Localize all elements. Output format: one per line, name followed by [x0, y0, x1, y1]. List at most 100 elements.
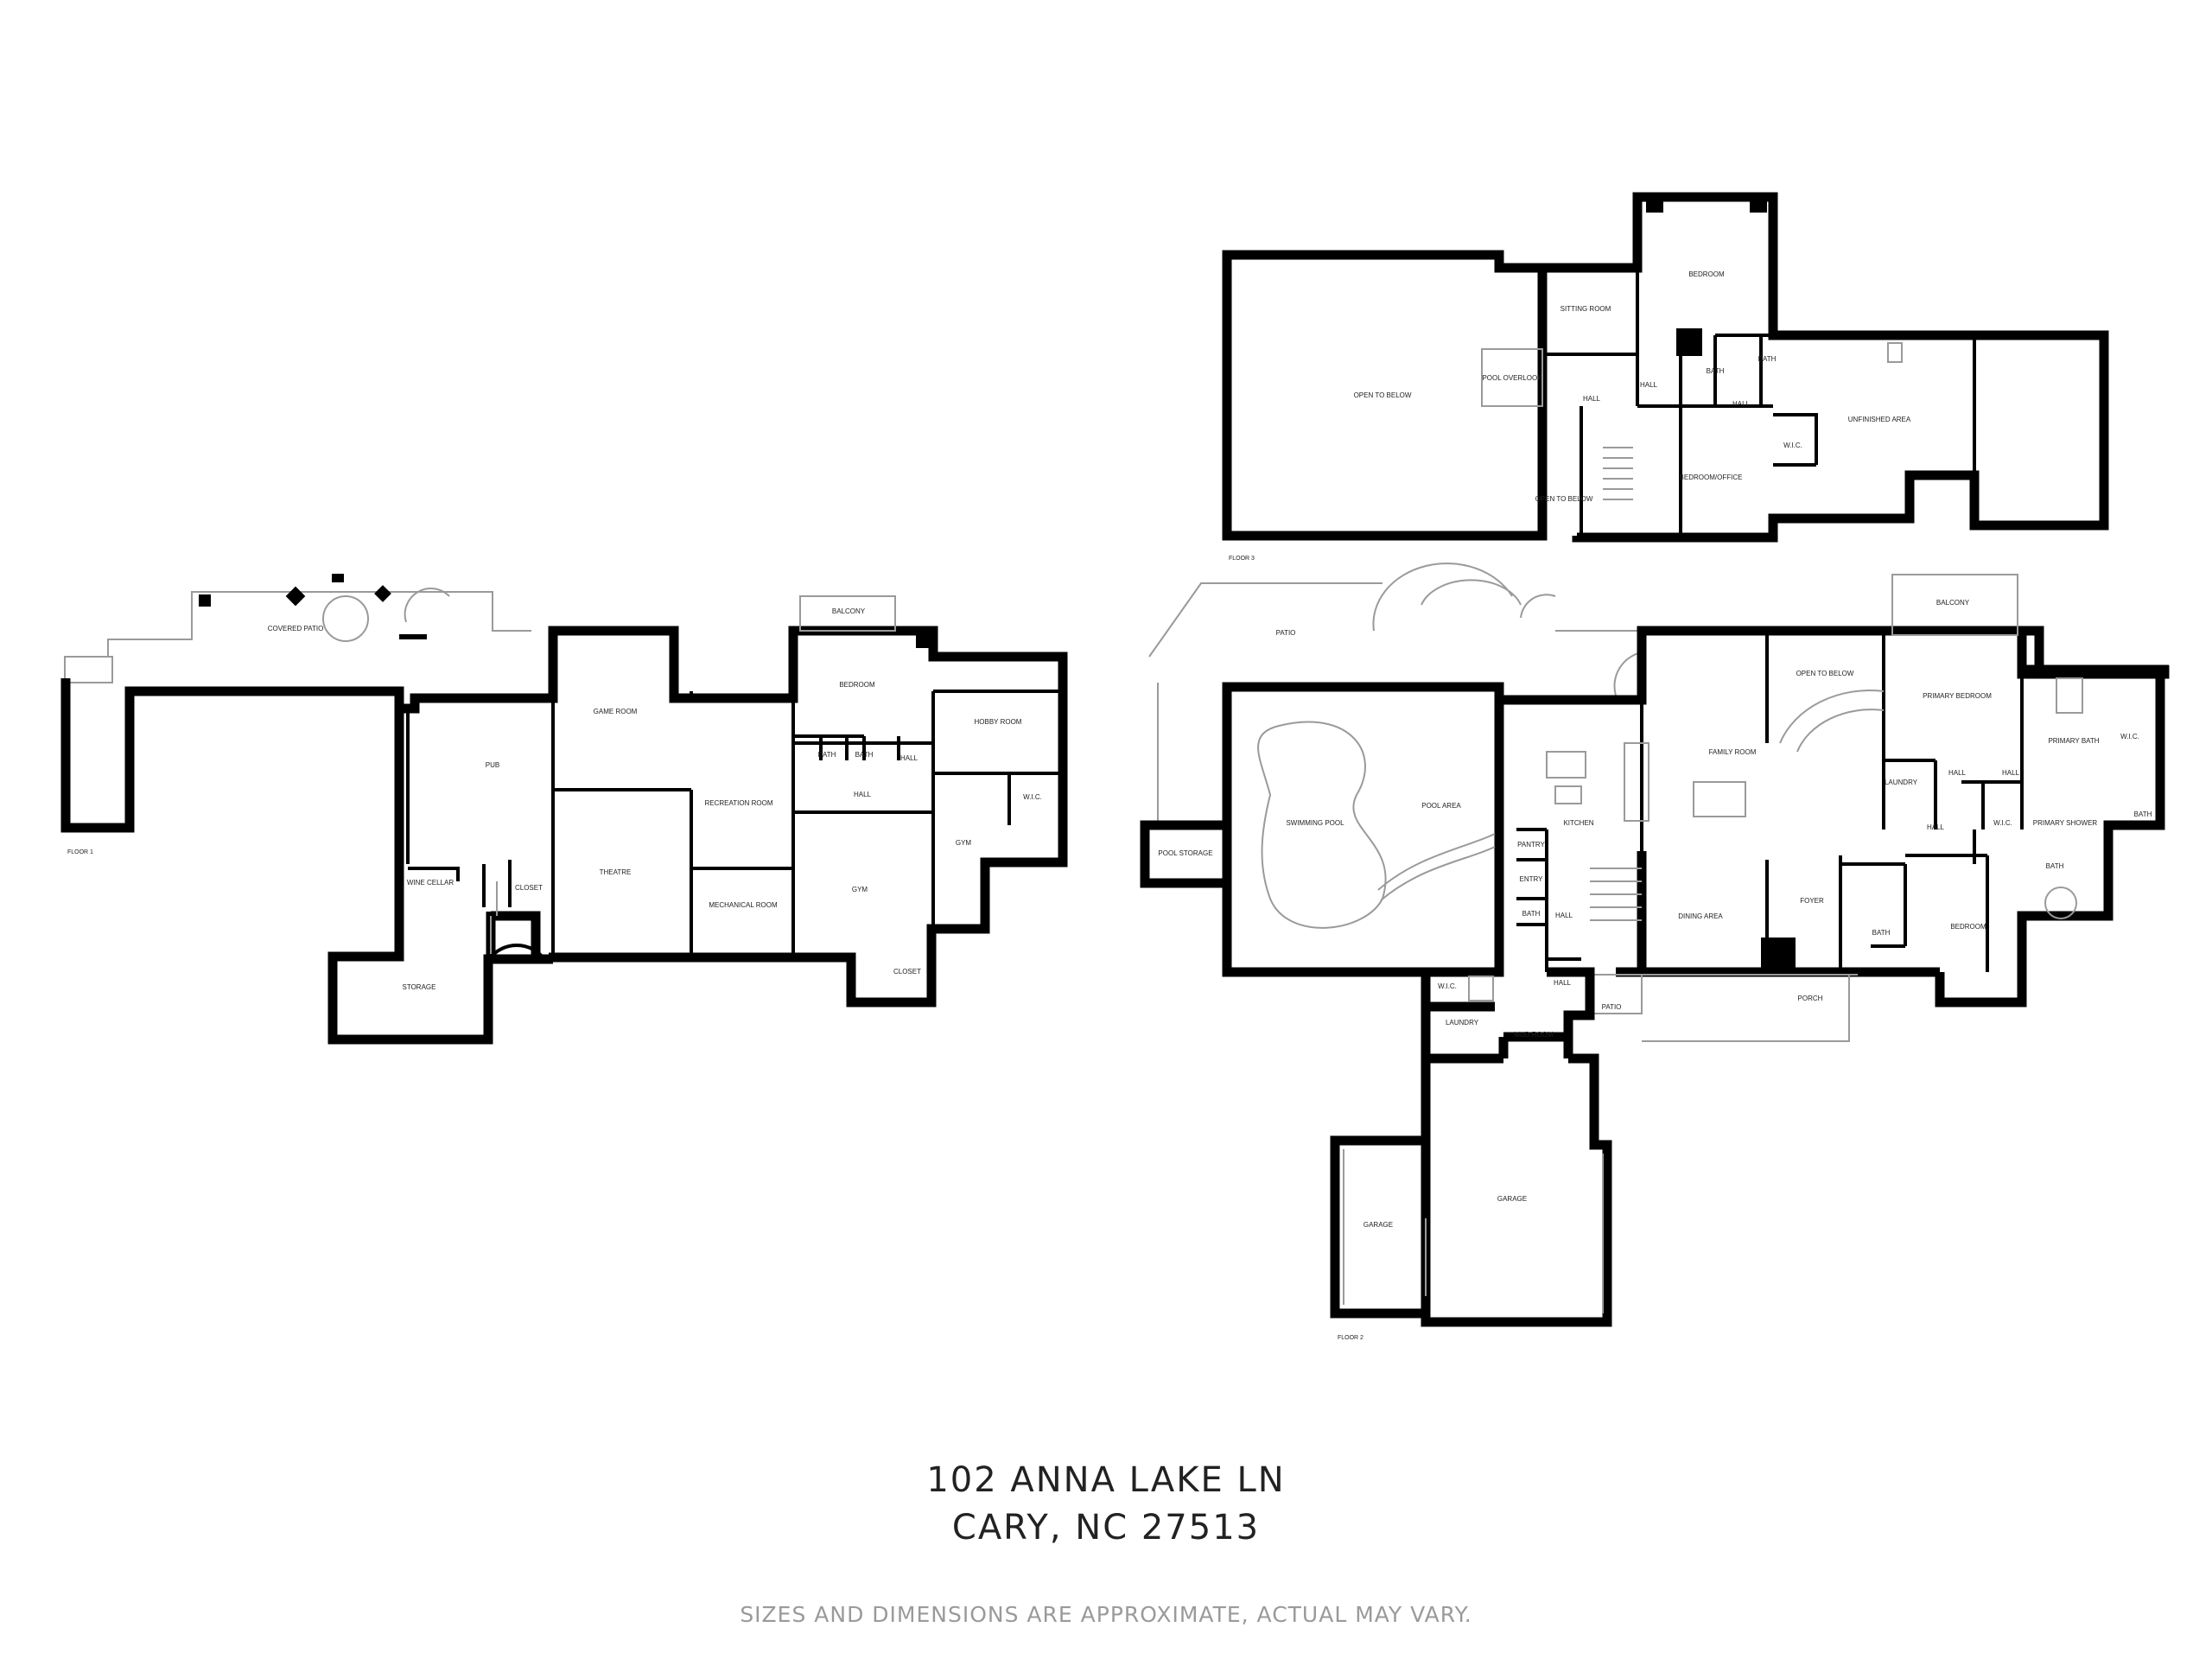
porch-outline: [1642, 974, 1858, 1042]
open-to-below-label: OPEN TO BELOW: [1354, 391, 1412, 399]
recreation-room-label: RECREATION ROOM: [705, 799, 773, 807]
bath-label: BATH: [855, 751, 874, 759]
column: [285, 586, 306, 607]
spiral-stair: [1520, 594, 1556, 619]
floor-1-label: FLOOR 1: [67, 849, 93, 855]
shower: [1468, 976, 1494, 1001]
bath-label: BATH: [818, 751, 836, 759]
hall-label: HALL: [900, 754, 918, 762]
bath-label: BATH: [1872, 929, 1891, 937]
patio-curve: [1372, 563, 1513, 632]
open-to-below-label: OPEN TO BELOW: [1535, 495, 1593, 503]
hot-tub: [322, 595, 369, 642]
closet-label: CLOSET: [893, 968, 921, 976]
pool-storage-walls: [1140, 820, 1227, 888]
swimming-pool-label: SWIMMING POOL: [1286, 819, 1344, 827]
storage-label: STORAGE: [403, 983, 436, 991]
floor-1: COVERED PATIO PUB GAME ROOM BALCONY BEDR…: [60, 574, 1068, 1045]
open-to-below-label: OPEN TO BELOW: [1796, 670, 1854, 677]
curved-step: [1613, 652, 1643, 696]
pub-walls: [406, 709, 512, 907]
island: [1624, 742, 1649, 822]
main-house-interior-walls: [1640, 631, 2024, 972]
tub: [2056, 677, 2083, 714]
balcony-outline: [799, 595, 896, 632]
island: [1546, 751, 1586, 779]
floor-3-center-walls: [1542, 192, 2109, 543]
chimney: [1761, 938, 1796, 976]
patio-bench: [64, 656, 113, 683]
hall-label: HALL: [1554, 979, 1572, 987]
dining-area-label: DINING AREA: [1678, 912, 1723, 920]
closet-label: CLOSET: [515, 884, 543, 892]
attic-ladder: [1887, 342, 1903, 363]
east-wing-walls: [1935, 664, 2165, 1007]
bath-label: BATH: [2046, 862, 2064, 870]
floor-3: OPEN TO BELOW SITTING ROOM BEDROOM POOL …: [1222, 192, 2109, 562]
pool-overlook-outline: [1481, 348, 1543, 407]
bedroom-office-label: BEDROOM/OFFICE: [1680, 474, 1743, 481]
floor-2-label: FLOOR 2: [1338, 1335, 1363, 1341]
pool-storage-label: POOL STORAGE: [1158, 849, 1212, 857]
pool-overlook-label: POOL OVERLOOK: [1482, 374, 1542, 382]
balcony-label: BALCONY: [1936, 599, 1970, 607]
spiral-stair: [404, 588, 450, 623]
game-room-label: GAME ROOM: [594, 708, 638, 715]
hall-label: HALL: [1640, 381, 1658, 389]
address-line-1: 102 ANNA LAKE LN: [926, 1460, 1286, 1500]
bedroom-label: BEDROOM: [839, 681, 875, 689]
sitting-room-label: SITTING ROOM: [1560, 305, 1611, 313]
wic-label: W.I.C.: [2120, 733, 2139, 741]
curved-stair: [1779, 690, 1885, 744]
pool-room-walls: [1222, 682, 1504, 977]
pub-label: PUB: [486, 761, 499, 769]
column: [1750, 197, 1767, 213]
bath-label: BATH: [2134, 810, 2152, 818]
main-block-walls: [394, 626, 1068, 1007]
hall-label: HALL: [1948, 769, 1967, 777]
curved-stair: [1796, 709, 1885, 753]
floor-3-label: FLOOR 3: [1229, 556, 1255, 562]
primary-bath-label: PRIMARY BATH: [2048, 737, 2099, 745]
kitchen-label: KITCHEN: [1563, 819, 1593, 827]
family-table: [1693, 781, 1746, 817]
service-wing-walls: [1421, 967, 1595, 1064]
patio-label: PATIO: [1602, 1003, 1622, 1011]
wine-cellar-label: WINE CELLAR: [407, 879, 454, 887]
patio-outline: [1148, 579, 1522, 825]
mechanical-room-label: MECHANICAL ROOM: [709, 901, 778, 909]
round-tub: [2044, 887, 2077, 919]
address-line-2: CARY, NC 27513: [951, 1508, 1261, 1548]
family-room-label: FAMILY ROOM: [1709, 748, 1757, 756]
garage-doors: [1343, 1149, 1604, 1313]
hobby-room-label: HOBBY ROOM: [975, 718, 1022, 726]
bath-label: BATH: [1707, 367, 1725, 375]
kitchen-service-walls: [1497, 700, 1581, 972]
stair-lines: [490, 881, 498, 954]
stair-treads: [1590, 868, 1642, 921]
gym-label: GYM: [956, 839, 972, 847]
bath-label: BATH: [1522, 910, 1541, 918]
laundry-label: LAUNDRY: [1885, 779, 1918, 786]
theatre-label: THEATRE: [600, 868, 632, 876]
column: [916, 631, 931, 648]
foyer-label: FOYER: [1800, 897, 1824, 905]
primary-bedroom-label: PRIMARY BEDROOM: [1923, 692, 1992, 700]
column: [1646, 197, 1663, 213]
pantry-label: PANTRY: [1517, 841, 1545, 849]
patio-label: PATIO: [1276, 629, 1296, 637]
hall-label: HALL: [1555, 912, 1573, 919]
curved-wall: [487, 944, 546, 961]
bath-label: BATH: [1758, 355, 1777, 363]
garage-walls: [1330, 1053, 1612, 1327]
wic-label: W.I.C.: [1023, 793, 1042, 801]
porch-label: PORCH: [1798, 995, 1823, 1002]
disclaimer: SIZES AND DIMENSIONS ARE APPROXIMATE, AC…: [740, 1602, 1472, 1627]
balcony-outline: [1891, 574, 2018, 636]
hall-label: HALL: [2002, 769, 2020, 777]
hall-label: HALL: [854, 791, 872, 798]
hall-label: HALL: [1583, 395, 1601, 403]
left-wing-walls: [60, 678, 553, 1045]
column: [374, 585, 391, 602]
